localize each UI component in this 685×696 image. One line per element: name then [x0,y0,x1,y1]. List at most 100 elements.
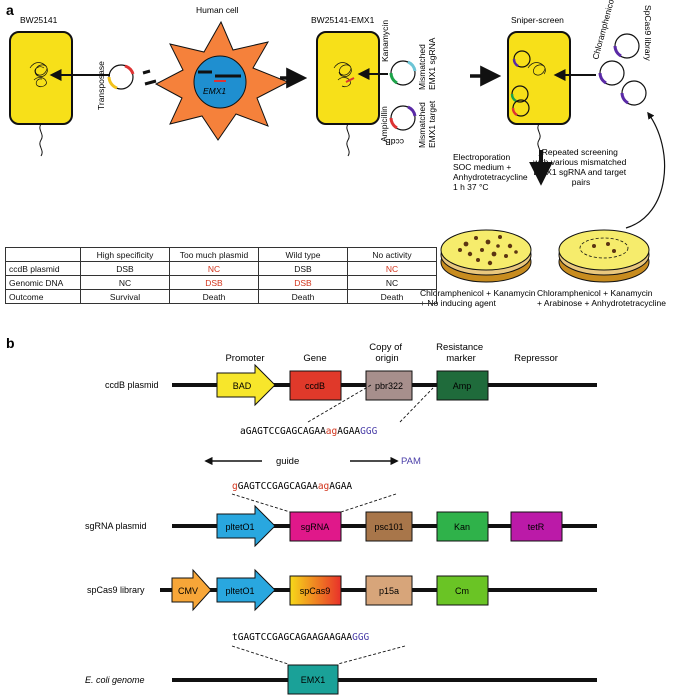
cm-label: Cm [455,586,469,596]
col-promoter: Promoter [225,353,264,364]
plate-left [440,229,532,283]
flagellum-icon [346,123,350,157]
plate-right [558,229,650,283]
colonies [458,235,518,266]
pam-label: PAM [401,456,421,467]
spcas9-box [289,575,342,606]
kan-box [436,511,489,542]
outcome-table: High specificity Too much plasmid Wild t… [5,247,437,304]
ccdb-gene-label: ccdB [305,381,325,391]
ccdb-plasmid-label: ccdB plasmid [105,380,159,390]
bw25141-cell [9,31,73,125]
transposon-segment [124,64,135,75]
table-cell: DSB [258,275,348,290]
mismatched-sgrna-label: Mismatched EMX1 sgRNA [417,37,437,90]
ecoli-genome-label: E. coli genome [85,675,145,685]
ccdb-gene [389,117,398,130]
amp-box [436,370,489,401]
spcas9-label: spCas9 [300,586,331,596]
table-cell: NC [347,275,437,290]
table-cell: NC [80,275,170,290]
ccdb-gene-box [289,370,342,401]
plate-right-caption: Chloramphenicol + Kanamycin + Arabinose … [537,288,666,308]
p15a-box [365,575,413,606]
table-row-label: ccdB plasmid [5,261,81,276]
col-copy-origin: Copy of origin [369,342,404,364]
colonies [592,242,616,253]
pltet-promoter [216,504,276,548]
table-row-label: Genomic DNA [5,275,81,290]
table-cell: DSB [169,275,259,290]
guide-label: guide [276,456,299,467]
table-header-cell: High specificity [80,247,170,262]
library-plasmid-gene [613,45,622,58]
table-cell: Survival [80,289,170,304]
bw25141-emx1-cell [316,31,380,125]
emx1-nucleus-label: EMX1 [203,86,226,96]
inner-plasmid-gene [511,107,518,117]
colony-region [579,237,629,259]
kan-gene [389,72,398,85]
spcas9-library-label: spCas9 library [87,585,145,595]
spcas9-library-rot-label: SpCas9 library [643,5,653,61]
electroporation-text: Electroporation SOC medium + Anhydrotetr… [453,152,530,192]
table-header-row: High specificity Too much plasmid Wild t… [5,247,437,262]
genome-callout [231,645,289,665]
repeated-screening-text: Repeated screening with various mismatch… [532,147,628,187]
pltet-promoter-2 [216,568,276,612]
table-header-cell: Wild type [258,247,348,262]
table-header-cell [5,247,81,262]
guide-callout [340,493,397,513]
human-cell-label: Human cell [196,5,239,15]
emx1-insert [345,77,355,83]
tetr-box [510,511,563,542]
psc101-box [365,511,413,542]
transposase-label: Transposase [96,61,106,110]
table-row-label: Outcome [5,289,81,304]
chloramphenicol-label: Chloramphenicol [590,0,616,61]
col-resistance-marker: Resistance marker [436,342,486,364]
ccdb-label: ccdB [385,137,404,147]
genome-target-sequence: tGAGTCCGAGCAGAAGAAGAAGGG [232,632,370,643]
table-row: Genomic DNA NC DSB DSB NC [5,275,437,290]
table-cell: DSB [258,261,348,276]
table-cell: Death [258,289,348,304]
repeat-arrow [625,111,666,229]
chromosome-icon [527,62,546,76]
guide-sequence-2: gGAGTCCGAGCAGAAagAGAA [232,481,352,492]
amp-gene [407,105,417,117]
library-plasmid-gene [620,92,629,105]
target-callout [307,384,372,423]
sgrna-gene [407,60,417,72]
guide-callout [231,493,291,513]
pltet-label-2: pltetO1 [225,586,254,596]
pbr322-box [365,370,413,401]
library-plasmid-gene [598,72,607,85]
emx1-genome-box [287,664,339,695]
genome-callout [337,645,406,665]
inner-plasmid-gene [512,58,519,68]
target-callout [399,387,434,423]
emx1-genome-label: EMX1 [301,675,326,685]
flagellum-icon [39,123,43,157]
bw25141-label: BW25141 [20,15,58,25]
table-cell: DSB [80,261,170,276]
inner-plasmid-gene [510,93,517,103]
table-header-cell: Too much plasmid [169,247,259,262]
amp-label: Amp [453,381,472,391]
kanamycin-label: Kanamycin [380,20,390,62]
chromosome-icon [29,62,48,87]
kan-label: Kan [454,522,470,532]
transposase-gene [107,76,118,90]
table-header-cell: No activity [347,247,437,262]
sgrna-label: sgRNA [301,522,330,532]
table-cell: NC [169,261,259,276]
sgrna-box [289,511,342,542]
sniper-screen-cell [507,31,571,125]
cmv-label: CMV [178,586,198,596]
cmv-promoter [171,568,212,612]
plate-left-caption: Chloramphenicol + Kanamycin + No inducin… [420,288,538,308]
ampicillin-label: Ampicillin [379,106,389,142]
bad-label: BAD [233,381,252,391]
sniper-screen-label: Sniper-screen [511,15,564,25]
